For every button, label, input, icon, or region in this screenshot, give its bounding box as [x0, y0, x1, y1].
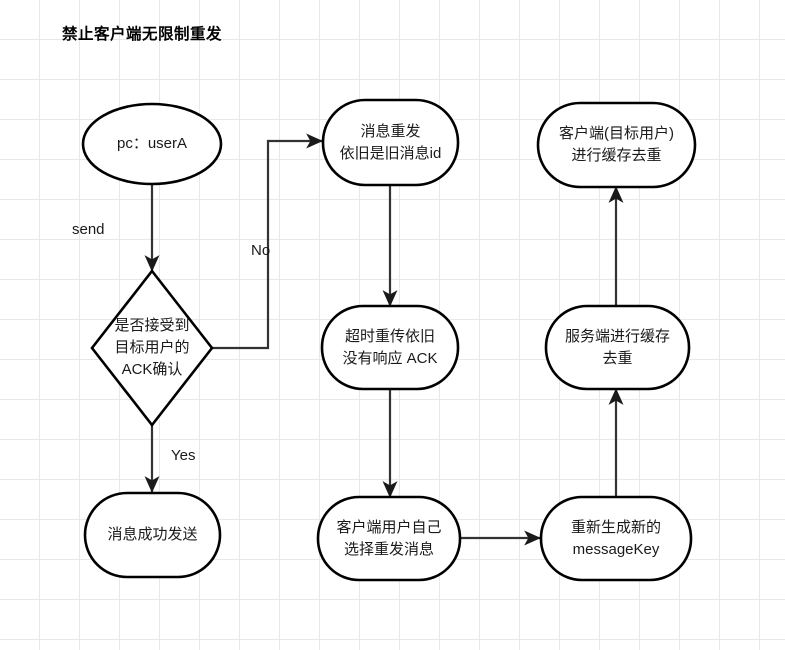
edge-label-yes: Yes [171, 447, 196, 464]
node-start[interactable] [81, 102, 223, 186]
node-decision[interactable] [90, 268, 214, 428]
node-timeout-ack[interactable] [320, 304, 460, 391]
edge-decision-to-resend-id [211, 133, 323, 350]
node-client-dedup[interactable] [536, 101, 697, 189]
node-new-key[interactable] [539, 495, 693, 582]
node-server-dedup[interactable] [544, 304, 691, 391]
node-resend-id[interactable] [321, 98, 460, 187]
node-success[interactable] [83, 491, 222, 579]
node-user-resend[interactable] [316, 495, 462, 582]
edge-label-send: send [72, 221, 105, 238]
edge-label-no: No [251, 242, 271, 259]
page-title: 禁止客户端无限制重发 [62, 26, 223, 43]
